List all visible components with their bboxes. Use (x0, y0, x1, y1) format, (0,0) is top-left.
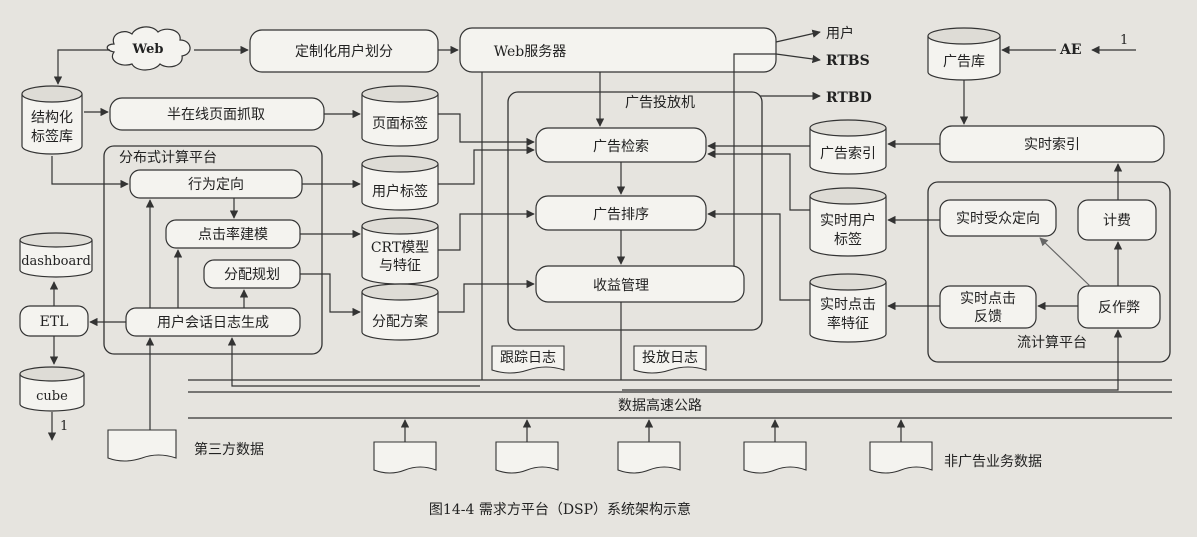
svg-text:cube: cube (36, 389, 68, 404)
web-server-box: Web服务器 (459, 27, 777, 73)
realtime-ctr-feature-db: 实时点击 率特征 (809, 273, 887, 343)
billing-box: 计费 (1077, 199, 1157, 241)
svg-text:ETL: ETL (40, 314, 69, 330)
stream-platform-container (927, 181, 1171, 363)
non-ad-data-doc-4 (743, 441, 807, 474)
serve-log-doc: 投放日志 (633, 345, 707, 374)
ad-server-label: 广告投放机 (625, 95, 695, 111)
behavior-targeting-box: 行为定向 (129, 169, 303, 199)
cube-output-number: 1 (60, 419, 68, 434)
ad-index-db: 广告索引 (809, 119, 887, 175)
web-cloud: Web (106, 26, 191, 71)
svg-text:半在线页面抓取: 半在线页面抓取 (167, 107, 265, 123)
data-highway-label: 数据高速公路 (618, 397, 702, 414)
realtime-audience-box: 实时受众定向 (939, 199, 1057, 237)
svg-text:CRT模型: CRT模型 (371, 240, 429, 256)
svg-text:广告库: 广告库 (943, 54, 985, 70)
svg-text:dashboard: dashboard (21, 254, 91, 269)
ad-db: 广告库 (927, 27, 1001, 81)
third-party-data-doc (107, 429, 177, 462)
third-party-data-label: 第三方数据 (194, 441, 264, 458)
connectors (47, 29, 1136, 442)
svg-text:结构化: 结构化 (31, 110, 73, 126)
output-rtbd-label: RTBD (826, 90, 872, 106)
svg-text:标签库: 标签库 (31, 128, 73, 145)
svg-text:用户标签: 用户标签 (372, 183, 428, 200)
svg-text:Web服务器: Web服务器 (494, 44, 567, 60)
svg-text:行为定向: 行为定向 (188, 177, 244, 193)
svg-text:反馈: 反馈 (974, 309, 1002, 325)
svg-text:分配规划: 分配规划 (224, 267, 280, 283)
non-ad-data-doc-2 (495, 441, 559, 474)
svg-text:分配方案: 分配方案 (372, 313, 428, 330)
trace-log-doc: 跟踪日志 (491, 345, 565, 374)
svg-text:实时索引: 实时索引 (1024, 136, 1080, 153)
realtime-index-box: 实时索引 (939, 125, 1165, 163)
distributed-platform-label: 分布式计算平台 (119, 150, 217, 166)
ae-label: AE (1059, 42, 1082, 58)
svg-text:实时受众定向: 实时受众定向 (956, 211, 1040, 227)
svg-text:反作弊: 反作弊 (1098, 300, 1140, 316)
ctr-model-feature-db: CRT模型 与特征 (361, 217, 439, 285)
realtime-click-feedback-box: 实时点击 反馈 (939, 285, 1037, 329)
svg-text:广告索引: 广告索引 (820, 145, 876, 162)
non-ad-data-doc-1 (373, 441, 437, 474)
etl-box: ETL (19, 305, 89, 337)
svg-text:计费: 计费 (1103, 213, 1131, 229)
svg-text:标签: 标签 (834, 231, 862, 248)
output-user-label: 用户 (826, 25, 854, 42)
ad-ranking-box: 广告排序 (535, 195, 707, 231)
session-log-box: 用户会话日志生成 (125, 307, 301, 337)
stream-platform-label: 流计算平台 (1017, 335, 1087, 351)
realtime-user-tags-db: 实时用户 标签 (809, 187, 887, 257)
svg-text:实时点击: 实时点击 (820, 297, 876, 313)
svg-text:点击率建模: 点击率建模 (198, 226, 268, 243)
svg-text:实时点击: 实时点击 (960, 291, 1016, 307)
non-ad-data-doc-3 (617, 441, 681, 474)
ae-input-number: 1 (1120, 33, 1128, 48)
structured-tag-db: 结构化 标签库 (21, 85, 83, 155)
semi-online-crawl-box: 半在线页面抓取 (109, 97, 325, 131)
svg-text:页面标签: 页面标签 (372, 115, 428, 132)
user-tags-db: 用户标签 (361, 155, 439, 211)
ctr-modeling-box: 点击率建模 (165, 219, 301, 249)
output-rtbs-label: RTBS (826, 53, 870, 69)
svg-text:广告排序: 广告排序 (593, 207, 649, 223)
svg-text:用户会话日志生成: 用户会话日志生成 (157, 314, 269, 331)
ad-server-container (507, 91, 763, 331)
ad-retrieval-box: 广告检索 (535, 127, 707, 163)
anti-cheat-box: 反作弊 (1077, 285, 1161, 329)
dashboard-db: dashboard (19, 232, 93, 278)
svg-text:广告检索: 广告检索 (593, 138, 649, 155)
page-tags-db: 页面标签 (361, 85, 439, 147)
svg-text:率特征: 率特征 (827, 315, 869, 332)
non-ad-data-label: 非广告业务数据 (944, 454, 1042, 470)
allocation-scheme-db: 分配方案 (361, 283, 439, 341)
svg-text:定制化用户划分: 定制化用户划分 (295, 43, 393, 60)
revenue-management-box: 收益管理 (535, 265, 745, 303)
svg-text:收益管理: 收益管理 (593, 278, 649, 294)
web-label: Web (132, 42, 164, 57)
svg-text:与特征: 与特征 (379, 258, 421, 274)
custom-user-split-box: 定制化用户划分 (249, 29, 439, 73)
cube-db: cube (19, 366, 85, 412)
svg-text:跟踪日志: 跟踪日志 (500, 350, 556, 366)
figure-caption: 图14-4 需求方平台（DSP）系统架构示意 (429, 501, 691, 518)
svg-text:投放日志: 投放日志 (642, 350, 698, 366)
svg-text:实时用户: 实时用户 (820, 212, 876, 229)
non-ad-data-doc-5 (869, 441, 933, 474)
allocation-planning-box: 分配规划 (203, 259, 301, 289)
distributed-platform-container (103, 145, 323, 355)
anticheat-to-audience-arrow (1039, 237, 1091, 287)
